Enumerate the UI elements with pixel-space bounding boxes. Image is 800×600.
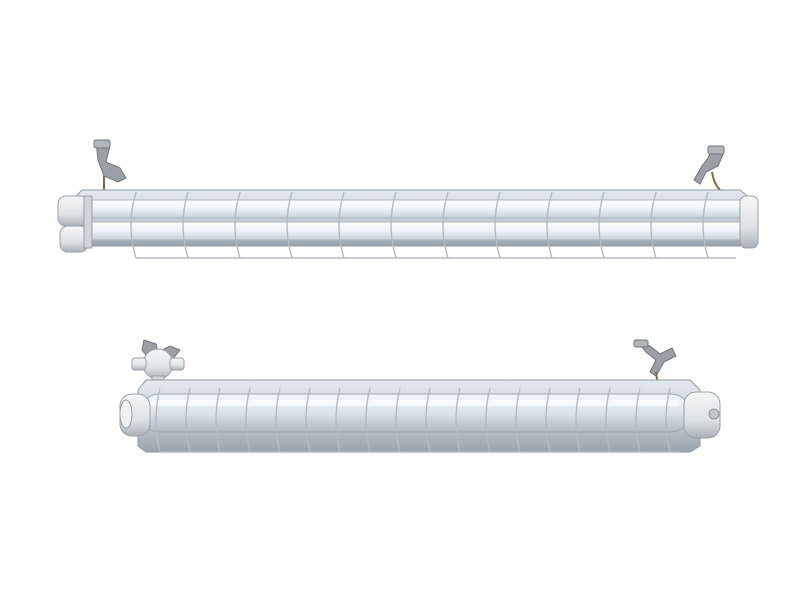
wire-guard-rib xyxy=(335,387,341,453)
wire-guard-rib xyxy=(575,387,581,453)
wire-guard-rib xyxy=(442,191,449,259)
wire-guard-rib xyxy=(650,191,657,259)
wire-guard-rib xyxy=(515,387,521,453)
wire-guard-rib xyxy=(605,387,611,453)
left-end-cap xyxy=(57,195,93,253)
wire-guard-rib xyxy=(305,387,311,453)
single-tube-fixture xyxy=(119,339,721,453)
wire-guard-rib xyxy=(395,387,401,453)
wire-guard-rib xyxy=(185,387,191,453)
wire-guard xyxy=(155,387,680,453)
light-tube xyxy=(79,199,749,219)
wire-guard-rib xyxy=(702,191,709,259)
wire-guard-rib xyxy=(275,387,281,453)
right-end-cap xyxy=(683,391,721,439)
wire-guard-rib xyxy=(425,387,431,453)
wire-guard-rib xyxy=(182,191,189,259)
wire-guard-rib xyxy=(245,387,251,453)
wire-guard-rib xyxy=(485,387,491,453)
wire-guard-rib xyxy=(546,191,553,259)
right-end-cap xyxy=(739,195,759,249)
wire-guard-rib xyxy=(635,387,641,453)
wire-guard-rib xyxy=(455,387,461,453)
left-mounting-bracket xyxy=(93,139,127,192)
wire-guard-rib xyxy=(234,191,241,259)
right-mounting-bracket xyxy=(633,339,677,387)
tube-highlight xyxy=(150,400,680,406)
wire-guard-rib xyxy=(545,387,551,453)
left-end-cap xyxy=(119,393,151,437)
wire-guard-rib xyxy=(286,191,293,259)
wire-guard-rib xyxy=(365,387,371,453)
wire-guard-rib xyxy=(494,191,501,259)
wire-guard xyxy=(130,191,736,259)
wire-guard-rib xyxy=(390,191,397,259)
wire-guard-rib xyxy=(155,387,161,453)
wire-guard-rib xyxy=(665,387,671,453)
right-mounting-bracket xyxy=(693,145,725,191)
wire-guard-rib xyxy=(598,191,605,259)
wire-guard-rib xyxy=(215,387,221,453)
junction-box xyxy=(131,339,185,385)
wire-guard-rib xyxy=(338,191,345,259)
wire-guard-rib xyxy=(130,191,137,259)
twin-tube-fixture xyxy=(57,139,759,259)
light-tube xyxy=(79,221,749,241)
